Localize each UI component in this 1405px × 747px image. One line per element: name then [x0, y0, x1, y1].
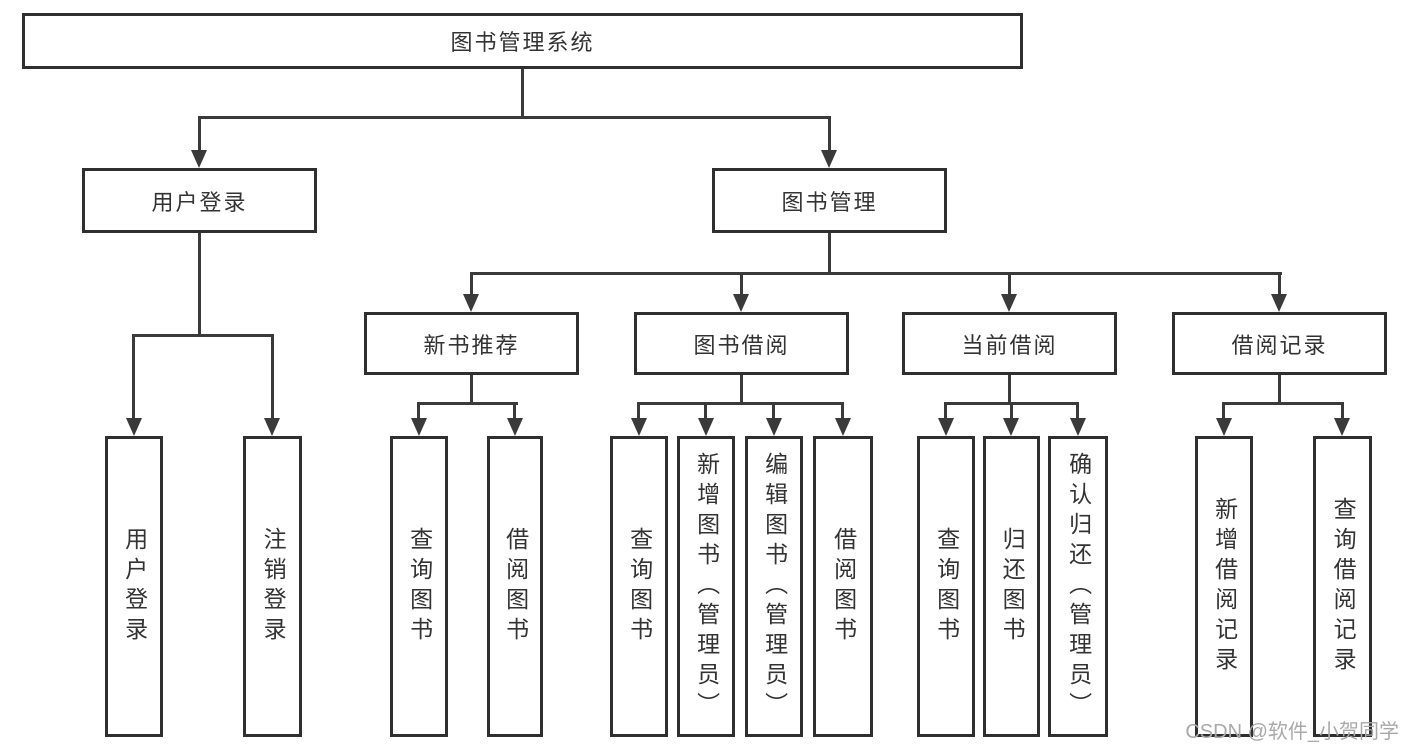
leaf-borrowing-edit-books-admin: 编辑图书（管理员）: [745, 436, 803, 737]
connector-line: [417, 402, 518, 405]
leaf-current-query-books-label: 查询图书: [933, 526, 960, 647]
connector-line: [132, 334, 135, 420]
connector-line: [198, 116, 201, 151]
connector-line: [1341, 402, 1344, 420]
arrow-down-icon: [1271, 294, 1287, 312]
node-book-management: 图书管理: [712, 168, 947, 233]
connector-line: [1008, 375, 1011, 404]
leaf-borrowing-query-books: 查询图书: [610, 436, 668, 737]
arrow-down-icon: [463, 294, 479, 312]
arrow-down-icon: [1003, 418, 1019, 436]
connector-line: [1278, 375, 1281, 404]
arrow-down-icon: [126, 418, 142, 436]
arrow-down-icon: [821, 150, 837, 168]
connector-line: [271, 334, 274, 420]
arrow-down-icon: [733, 294, 749, 312]
node-new-book-recommend-label: 新书推荐: [423, 332, 520, 358]
connector-line: [740, 272, 743, 296]
arrow-down-icon: [191, 150, 207, 168]
leaf-user-login-label: 用户登录: [121, 526, 148, 647]
connector-line: [772, 402, 775, 420]
arrow-down-icon: [766, 418, 782, 436]
leaf-user-login: 用户登录: [105, 436, 163, 737]
leaf-records-query-record: 查询借阅记录: [1313, 436, 1372, 737]
arrow-down-icon: [698, 418, 714, 436]
connector-line: [132, 334, 274, 337]
connector-line: [1076, 402, 1079, 420]
connector-line: [944, 402, 947, 420]
node-book-management-label: 图书管理: [781, 189, 878, 215]
connector-line: [1008, 272, 1011, 296]
node-library-management-system: 图书管理系统: [22, 13, 1023, 69]
connector-line: [521, 69, 524, 119]
connector-line: [1278, 272, 1281, 296]
connector-line: [637, 402, 844, 405]
arrow-down-icon: [1001, 294, 1017, 312]
connector-line: [637, 402, 640, 420]
arrow-down-icon: [938, 418, 954, 436]
leaf-recommend-query-books: 查询图书: [390, 436, 448, 737]
arrow-down-icon: [1216, 418, 1232, 436]
node-current-borrowing-label: 当前借阅: [961, 332, 1058, 358]
connector-line: [740, 375, 743, 404]
leaf-borrowing-edit-books-admin-label: 编辑图书（管理员）: [761, 451, 788, 722]
connector-line: [513, 402, 516, 420]
arrow-down-icon: [411, 418, 427, 436]
leaf-current-return-books: 归还图书: [983, 436, 1040, 737]
leaf-records-query-record-label: 查询借阅记录: [1330, 496, 1357, 677]
connector-line: [417, 402, 420, 420]
leaf-recommend-borrow-books: 借阅图书: [487, 436, 543, 737]
leaf-logout: 注销登录: [243, 436, 302, 737]
watermark: CSDN @软件_小贺同学: [1185, 721, 1399, 743]
leaf-borrowing-query-books-label: 查询图书: [626, 526, 653, 647]
node-new-book-recommend: 新书推荐: [364, 312, 579, 375]
connector-line: [828, 116, 831, 151]
connector-line: [1222, 402, 1225, 420]
node-library-management-system-label: 图书管理系统: [450, 30, 595, 55]
arrow-down-icon: [835, 418, 851, 436]
leaf-recommend-query-books-label: 查询图书: [406, 526, 433, 647]
leaf-current-confirm-return-admin-label: 确认归还（管理员）: [1065, 451, 1092, 722]
leaf-borrowing-borrow-books-label: 借阅图书: [830, 526, 857, 647]
connector-line: [1010, 402, 1013, 420]
connector-line: [828, 233, 831, 274]
leaf-current-return-books-label: 归还图书: [999, 526, 1026, 647]
arrow-down-icon: [1070, 418, 1086, 436]
connector-line: [470, 375, 473, 404]
connector-line: [1222, 402, 1344, 405]
connector-line: [470, 272, 473, 296]
node-borrow-records: 借阅记录: [1172, 312, 1387, 375]
connector-line: [704, 402, 707, 420]
arrow-down-icon: [264, 418, 280, 436]
leaf-borrowing-add-books-admin-label: 新增图书（管理员）: [693, 451, 720, 722]
leaf-logout-label: 注销登录: [260, 526, 287, 647]
node-user-login-label: 用户登录: [151, 189, 248, 215]
leaf-current-query-books: 查询图书: [917, 436, 975, 737]
leaf-current-confirm-return-admin: 确认归还（管理员）: [1048, 436, 1108, 737]
arrow-down-icon: [507, 418, 523, 436]
leaf-recommend-borrow-books-label: 借阅图书: [502, 526, 529, 647]
leaf-borrowing-borrow-books: 借阅图书: [813, 436, 873, 737]
leaf-records-add-record: 新增借阅记录: [1195, 436, 1253, 737]
node-book-borrowing: 图书借阅: [634, 312, 849, 375]
node-book-borrowing-label: 图书借阅: [693, 332, 790, 358]
leaf-records-add-record-label: 新增借阅记录: [1211, 496, 1238, 677]
connector-line: [841, 402, 844, 420]
connector-line: [198, 233, 201, 336]
arrow-down-icon: [1334, 418, 1350, 436]
node-borrow-records-label: 借阅记录: [1231, 332, 1328, 358]
arrow-down-icon: [631, 418, 647, 436]
connector-line: [198, 116, 831, 119]
node-current-borrowing: 当前借阅: [902, 312, 1117, 375]
node-user-login: 用户登录: [82, 168, 317, 233]
leaf-borrowing-add-books-admin: 新增图书（管理员）: [677, 436, 735, 737]
connector-line: [470, 272, 1282, 275]
